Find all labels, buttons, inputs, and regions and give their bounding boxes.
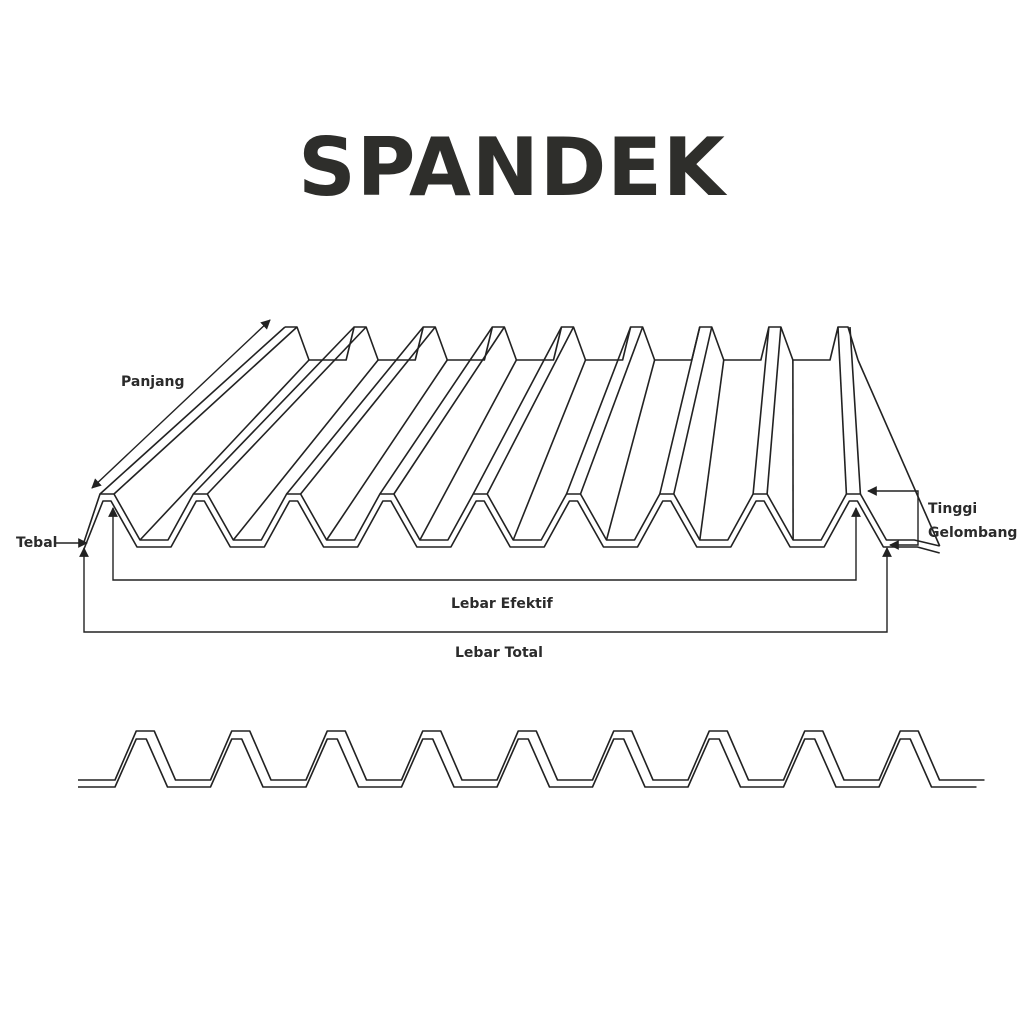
ridge-line xyxy=(605,359,656,541)
ridge-line xyxy=(857,359,941,547)
gelombang-label: Gelombang xyxy=(928,525,1018,541)
ridge-line xyxy=(206,326,367,495)
tinggi-label: Tinggi xyxy=(928,501,978,517)
lebar-total-dimension-line xyxy=(79,547,892,633)
ridge-line xyxy=(192,326,355,495)
ridge-line xyxy=(472,326,563,495)
page-title: SPANDEK xyxy=(298,121,726,214)
ridge-line xyxy=(232,359,379,541)
ridge-line xyxy=(512,359,587,541)
ridge-line xyxy=(379,326,494,495)
sheet-3d-view xyxy=(83,326,941,554)
tinggi-gelombang-bracket xyxy=(867,486,919,550)
ridge-line xyxy=(766,326,782,495)
lebar-efektif-dimension-line xyxy=(108,507,861,581)
profile-line-outer xyxy=(78,730,985,781)
lebar-efektif-label: Lebar Efektif xyxy=(451,596,553,612)
ridge-line xyxy=(579,326,644,495)
front-profile-outer xyxy=(83,493,940,547)
panjang-dimension-line xyxy=(91,319,271,489)
tebal-label: Tebal xyxy=(16,535,58,551)
front-profile-inner xyxy=(83,500,940,554)
ridge-line xyxy=(419,359,518,541)
panjang-label: Panjang xyxy=(121,374,185,390)
dimension-lines xyxy=(56,319,919,633)
ridge-line xyxy=(673,326,713,495)
lebar-total-label: Lebar Total xyxy=(455,645,543,661)
ridge-line xyxy=(699,359,725,541)
profile-line-inner xyxy=(78,738,977,788)
ridge-line xyxy=(849,326,862,495)
ridge-line xyxy=(565,326,632,495)
ridge-line xyxy=(486,326,575,495)
ridge-line xyxy=(113,326,298,495)
ridge-line xyxy=(659,326,701,495)
ridge-line xyxy=(393,326,506,495)
profile-view xyxy=(78,730,985,788)
ridge-line xyxy=(837,326,848,495)
ridge-line xyxy=(99,326,286,495)
ridge-line xyxy=(285,326,424,495)
ridge-line xyxy=(299,326,436,495)
ridge-line xyxy=(752,326,770,495)
